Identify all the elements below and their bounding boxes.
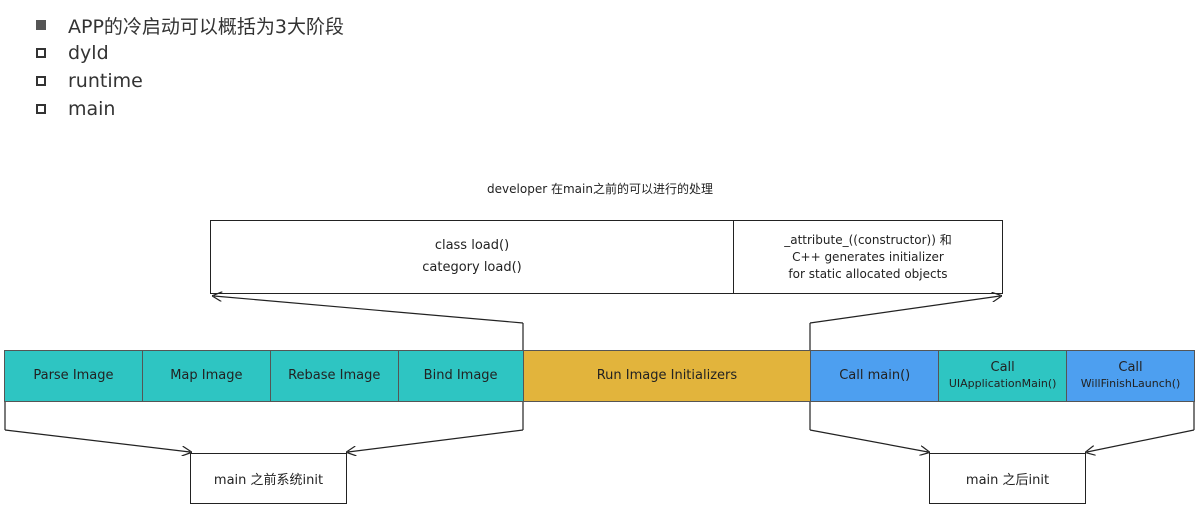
- constructor-box: _attribute_((constructor)) 和 C++ generat…: [733, 220, 1003, 294]
- stage-label: Map Image: [170, 368, 243, 383]
- stage-label: Call: [990, 360, 1015, 375]
- launch-stage-band: Parse Image Map Image Rebase Image Bind …: [4, 350, 1195, 402]
- bullet-list: APP的冷启动可以概括为3大阶段 dyld runtime main: [36, 11, 344, 123]
- stage-call-willfinishlaunch: Call WillFinishLaunch(): [1067, 351, 1195, 401]
- bullet-text: dyld: [68, 42, 109, 64]
- stage-rebase-image: Rebase Image: [270, 351, 399, 401]
- arrow-to-after-main-box: [1087, 429, 1195, 452]
- stage-bind-image: Bind Image: [398, 351, 524, 401]
- diagram-title: developer 在main之前的可以进行的处理: [487, 182, 713, 196]
- arrow-to-after-main-box: [809, 429, 928, 452]
- load-line-2: category load(): [422, 260, 522, 275]
- load-methods-box: class load() category load(): [210, 220, 734, 294]
- stage-label: Parse Image: [33, 368, 114, 383]
- stage-parse-image: Parse Image: [5, 351, 143, 401]
- stage-run-initializers: Run Image Initializers: [523, 351, 812, 401]
- stage-sublabel: WillFinishLaunch(): [1080, 377, 1181, 390]
- bullet-item: APP的冷启动可以概括为3大阶段: [36, 11, 344, 39]
- bullet-text: APP的冷启动可以概括为3大阶段: [68, 15, 345, 38]
- stage-label: Rebase Image: [288, 368, 381, 383]
- hollow-square-icon: [36, 104, 46, 114]
- stage-call-uiapplicationmain: Call UIApplicationMain(): [939, 351, 1068, 401]
- bullet-item: main: [36, 95, 344, 123]
- after-main-box: main 之后init: [929, 453, 1086, 504]
- hollow-square-icon: [36, 48, 46, 58]
- stage-sublabel: UIApplicationMain(): [948, 377, 1057, 390]
- arrow-to-before-main-box: [348, 429, 524, 452]
- bullet-text: runtime: [68, 70, 143, 92]
- bullet-text: main: [68, 98, 116, 120]
- bullet-item: runtime: [36, 67, 344, 95]
- stage-label: Call: [1118, 360, 1143, 375]
- arrow-to-before-main-box: [4, 429, 190, 452]
- filled-square-icon: [36, 20, 46, 30]
- ctor-line-1: _attribute_((constructor)) 和: [784, 232, 952, 247]
- stage-label: Call main(): [839, 368, 911, 383]
- load-line-1: class load(): [434, 238, 510, 253]
- arrow-to-ctor-box: [809, 296, 1000, 324]
- arrow-to-load-box: [214, 296, 524, 324]
- hollow-square-icon: [36, 76, 46, 86]
- ctor-line-3: for static allocated objects: [788, 266, 948, 281]
- bullet-item: dyld: [36, 39, 344, 67]
- ctor-line-2: C++ generates initializer: [792, 249, 944, 264]
- before-main-box: main 之前系统init: [190, 453, 347, 504]
- stage-call-main: Call main(): [811, 351, 940, 401]
- stage-label: Run Image Initializers: [596, 368, 738, 383]
- stage-label: Bind Image: [423, 368, 498, 383]
- stage-map-image: Map Image: [142, 351, 271, 401]
